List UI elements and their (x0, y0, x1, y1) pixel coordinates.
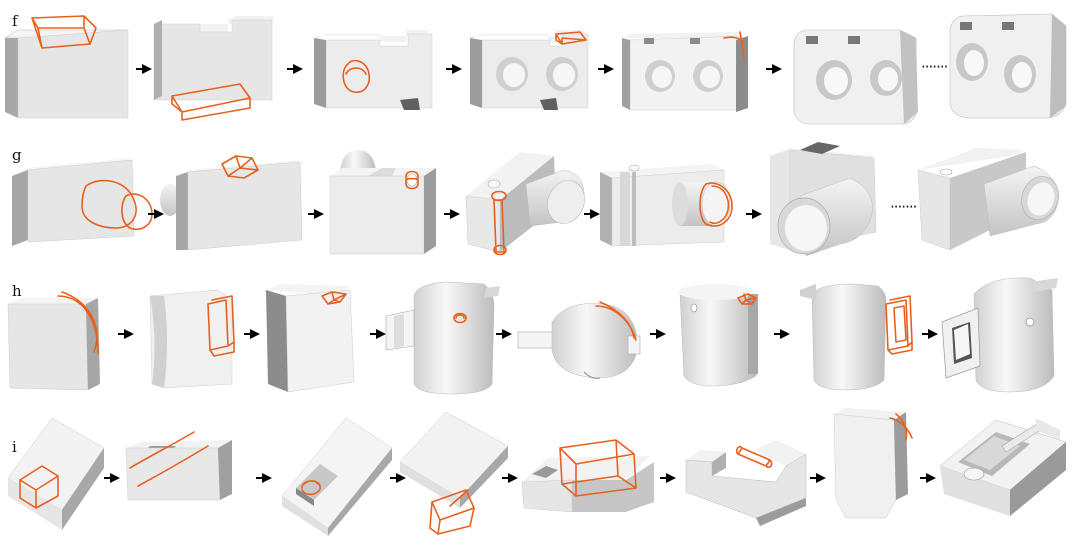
sketch-stroke (342, 59, 370, 93)
ellipsis: ······· (890, 198, 917, 216)
sketch-stroke (429, 489, 475, 535)
sketch-stroke (171, 83, 251, 121)
model-f7 (949, 13, 1067, 119)
sketch-stroke (301, 480, 321, 496)
model-f3 (314, 30, 433, 110)
sketch-stroke (207, 295, 235, 357)
sketch-stroke (129, 431, 209, 487)
sketch-stroke (735, 445, 773, 469)
sketch-stroke (405, 170, 419, 190)
row-f: f (4, 12, 1067, 125)
model-h4 (385, 281, 500, 395)
sketch-stroke (737, 293, 757, 305)
model-h2 (149, 289, 235, 389)
model-h3 (266, 284, 355, 393)
model-g7 (917, 148, 1059, 251)
row-label-i: i (12, 438, 17, 456)
model-h6 (678, 284, 758, 387)
sketch-stroke (559, 439, 637, 497)
sketch-stroke (889, 413, 913, 441)
sketch-stroke (453, 312, 467, 324)
model-i8 (939, 418, 1067, 516)
model-h5 (517, 301, 641, 379)
model-f6 (793, 29, 918, 125)
sketch-stroke (595, 301, 637, 341)
model-g6 (770, 142, 877, 257)
sketch-stroke (31, 15, 97, 49)
model-h1 (7, 291, 100, 391)
model-g2 (160, 155, 303, 251)
model-g5 (600, 164, 733, 247)
row-label-f: f (12, 12, 19, 30)
model-i4 (399, 411, 509, 535)
sketch-stroke (19, 465, 59, 509)
model-i5 (521, 439, 654, 513)
model-i7 (833, 408, 913, 519)
model-f1 (4, 15, 129, 119)
model-g4 (465, 152, 585, 256)
row-h: h (7, 277, 1058, 395)
model-i6 (685, 440, 807, 526)
row-g: g (12, 142, 1059, 257)
row-label-h: h (12, 282, 22, 300)
sketch-stroke (699, 182, 733, 227)
sketch-stroke (885, 295, 913, 355)
sketch-stroke (321, 291, 347, 305)
model-f5 (622, 31, 748, 112)
model-g3 (329, 150, 436, 255)
row-label-g: g (12, 146, 22, 164)
model-h7 (800, 283, 913, 391)
sketch-stroke (723, 31, 745, 59)
model-i3 (281, 417, 393, 536)
sketch-stroke (555, 31, 587, 45)
ellipsis: ······· (921, 58, 948, 76)
sketch-stroke (57, 291, 99, 355)
sketch-stroke (81, 179, 153, 230)
sketch-stroke (491, 190, 507, 256)
model-g1 (12, 158, 153, 246)
row-i: i (7, 408, 1067, 536)
sketch-stroke (221, 155, 259, 179)
model-i1 (7, 417, 105, 530)
model-f4 (470, 30, 589, 110)
model-f2 (153, 16, 274, 121)
model-h8 (941, 277, 1058, 393)
model-i2 (125, 431, 232, 501)
